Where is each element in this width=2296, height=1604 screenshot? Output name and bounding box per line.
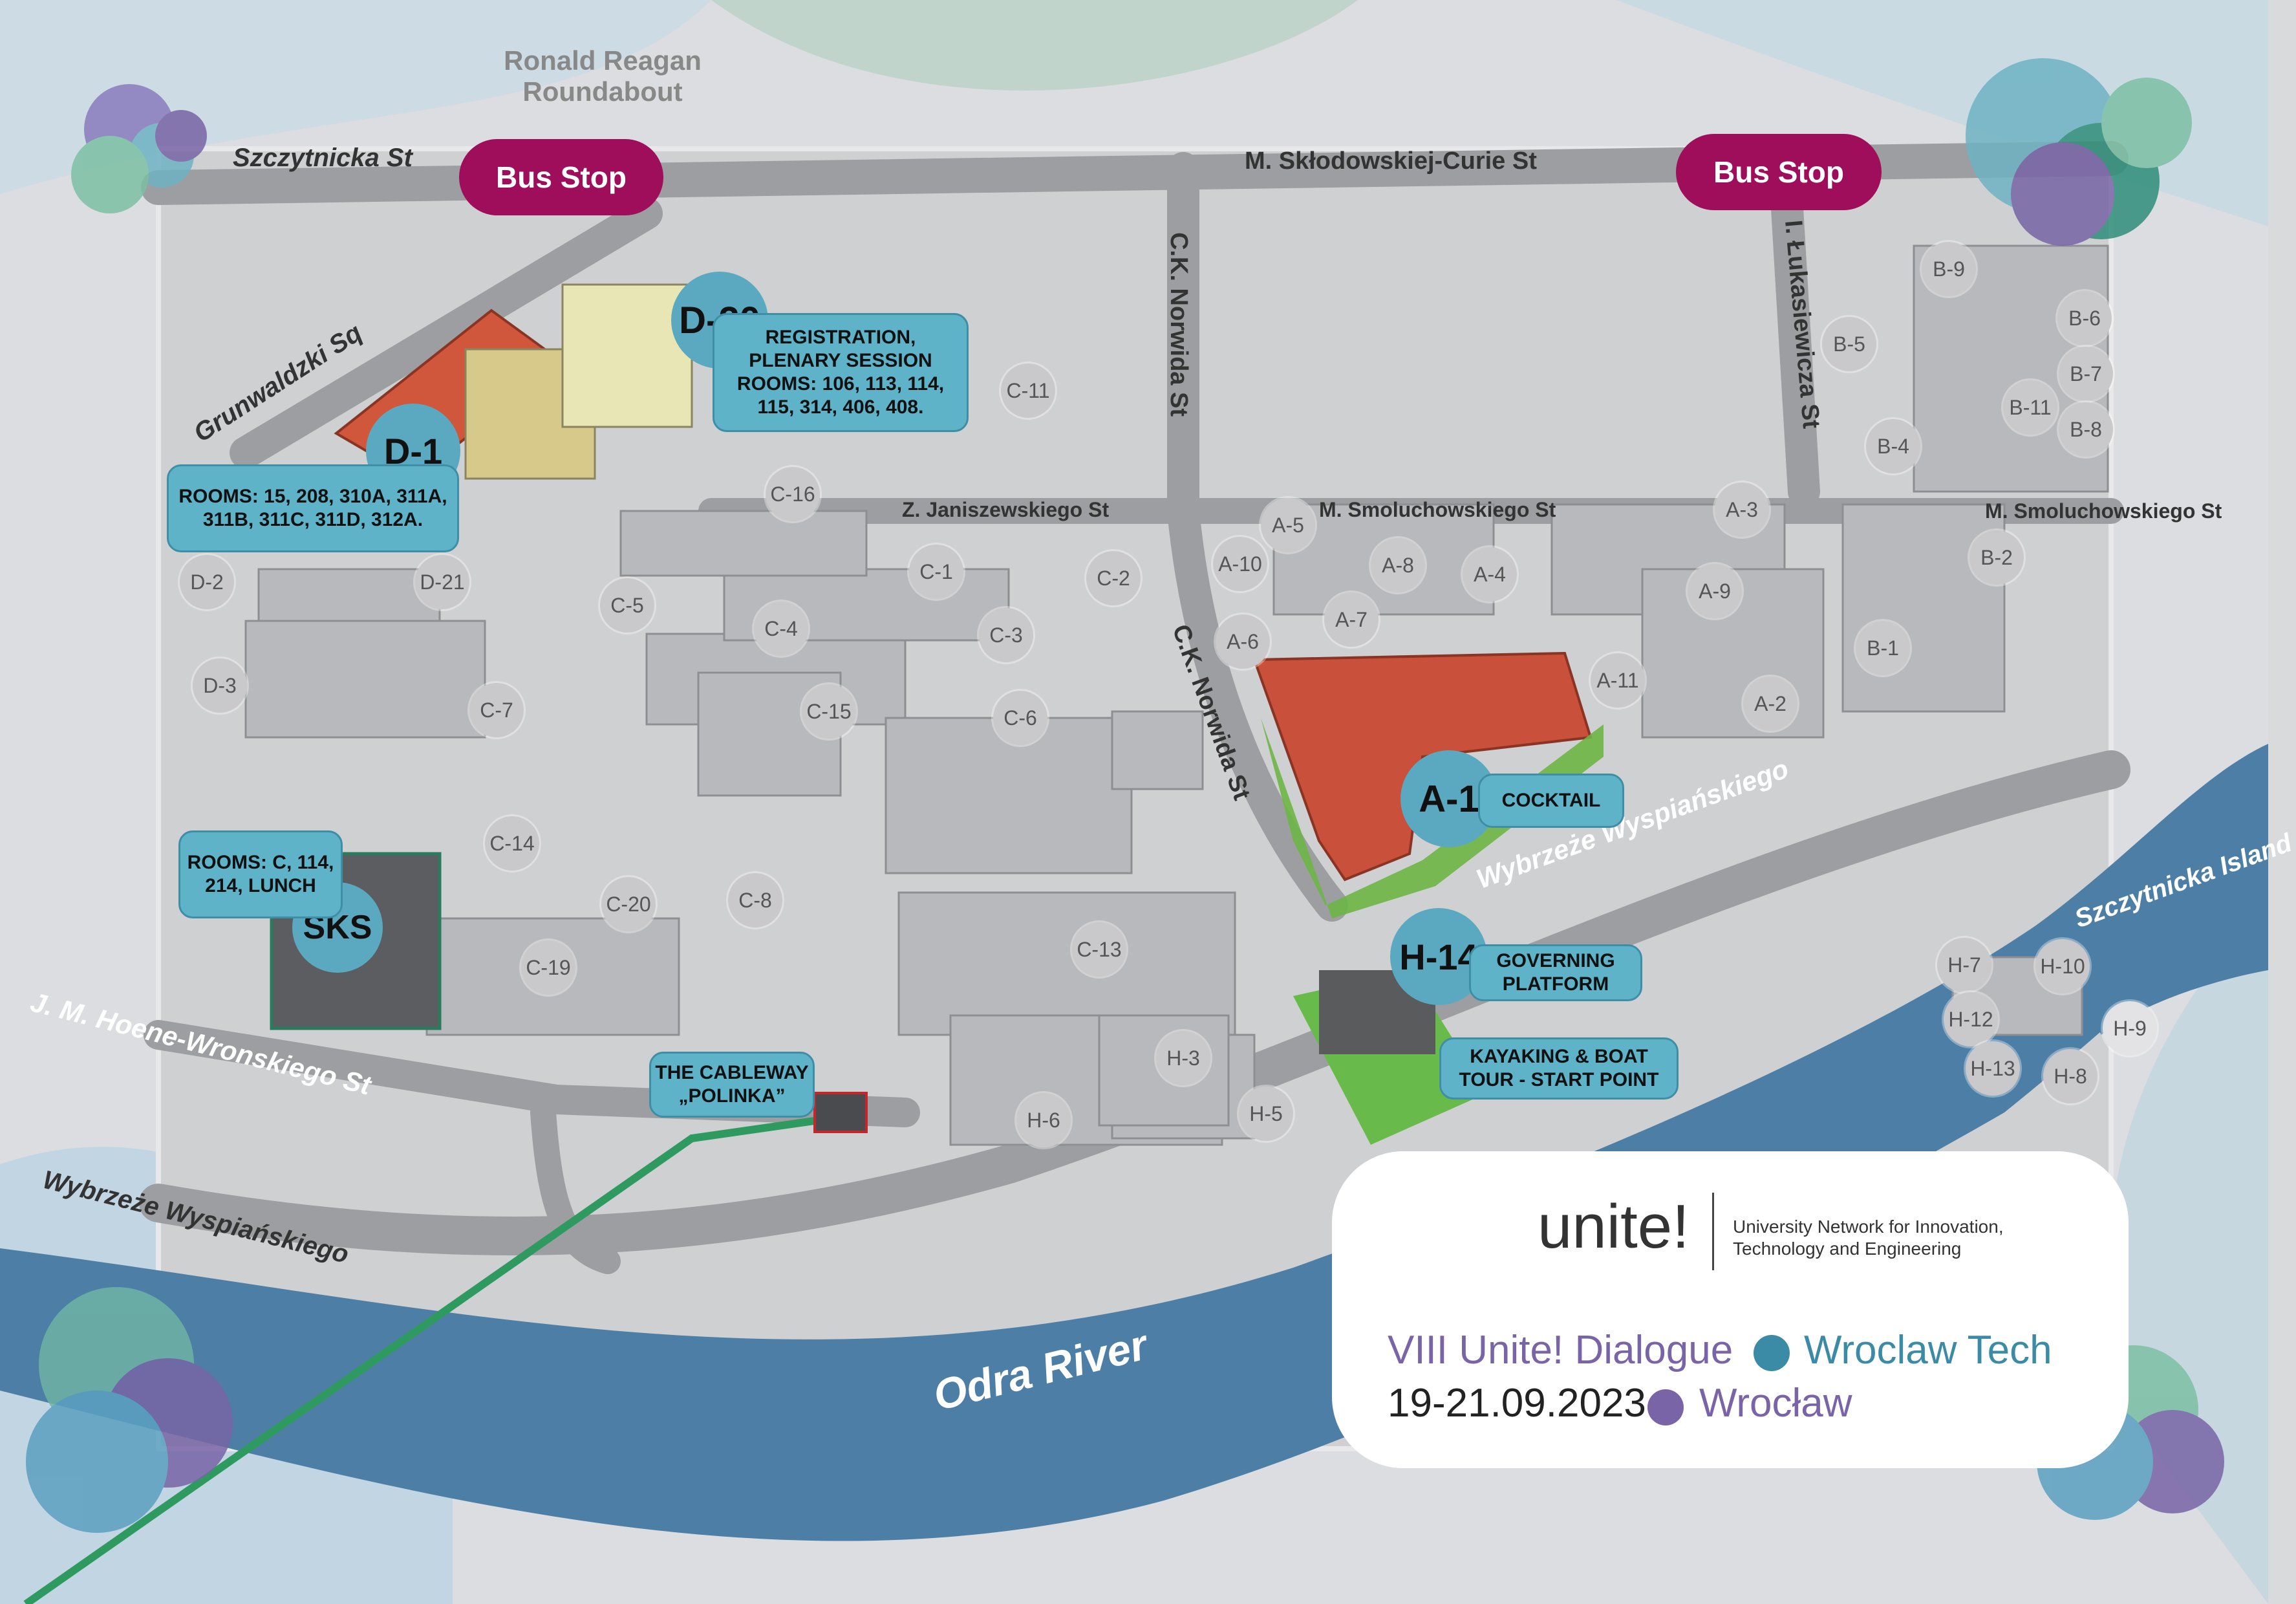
info-D-1: ROOMS: 15, 208, 310A, 311A, 311B, 311C, …: [167, 464, 459, 552]
info-A-1: COCKTAIL: [1478, 774, 1624, 828]
unite-desc-line2: Technology and Engineering: [1733, 1239, 1962, 1259]
street-norwida-top: C.K. Norwida St: [1165, 232, 1193, 417]
info-D-20: REGISTRATION, PLENARY SESSION ROOMS: 106…: [713, 313, 969, 432]
building-B-2[interactable]: B-2: [1969, 530, 2024, 585]
building-C-14[interactable]: C-14: [485, 816, 539, 871]
brand-divider: [1712, 1193, 1714, 1270]
building-D-3[interactable]: D-3: [193, 658, 247, 713]
building-A-4[interactable]: A-4: [1463, 547, 1517, 602]
building-B-4[interactable]: B-4: [1866, 419, 1920, 473]
building-B-1[interactable]: B-1: [1856, 621, 1910, 675]
building-C-20[interactable]: C-20: [601, 877, 656, 931]
building-A-2[interactable]: A-2: [1743, 677, 1797, 731]
info-SKS: ROOMS: C, 114, 214, LUNCH: [178, 830, 343, 918]
purple-dot-icon: [1647, 1389, 1684, 1425]
street-janiszewskiego: Z. Janiszewskiego St: [902, 498, 1110, 521]
ronald-reagan-label: Ronald Reagan Roundabout: [493, 45, 713, 107]
ronald-line1: Ronald Reagan: [504, 45, 702, 76]
street-smoluchowskiego-1: M. Smoluchowskiego St: [1319, 498, 1556, 521]
building-A-11[interactable]: A-11: [1591, 653, 1645, 708]
building-B-9[interactable]: B-9: [1922, 242, 1976, 296]
building-H-9[interactable]: H-9: [2103, 1001, 2157, 1056]
building-C-8[interactable]: C-8: [728, 873, 782, 927]
building-B-8[interactable]: B-8: [2059, 402, 2113, 457]
event-city: Wrocław: [1699, 1381, 1852, 1425]
building-D-21[interactable]: D-21: [415, 555, 469, 609]
event-dates: 19-21.09.2023: [1388, 1381, 1646, 1425]
event-card: [1332, 1151, 2129, 1468]
building-A-6[interactable]: A-6: [1216, 614, 1270, 669]
building-A-7[interactable]: A-7: [1324, 592, 1379, 647]
unite-desc-line1: University Network for Innovation,: [1733, 1217, 2004, 1237]
building-A-8[interactable]: A-8: [1371, 538, 1425, 592]
ronald-line2: Roundabout: [522, 76, 683, 107]
bus-stop-left[interactable]: Bus Stop: [459, 139, 663, 215]
building-H-7[interactable]: H-7: [1937, 938, 1991, 992]
building-H-8[interactable]: H-8: [2043, 1049, 2098, 1103]
building-D-2[interactable]: D-2: [180, 555, 234, 609]
building-H-3[interactable]: H-3: [1156, 1031, 1210, 1085]
building-C-3[interactable]: C-3: [979, 608, 1033, 662]
building-C-11[interactable]: C-11: [1001, 363, 1055, 418]
info-kayak: KAYAKING & BOAT TOUR - START POINT: [1439, 1037, 1679, 1100]
building-C-7[interactable]: C-7: [469, 683, 524, 737]
building-C-1[interactable]: C-1: [909, 545, 963, 599]
building-C-5[interactable]: C-5: [600, 578, 654, 633]
building-C-15[interactable]: C-15: [802, 684, 856, 739]
building-C-6[interactable]: C-6: [993, 691, 1047, 745]
building-B-11[interactable]: B-11: [2003, 380, 2057, 435]
event-host: Wroclaw Tech: [1804, 1328, 2052, 1372]
building-H-6[interactable]: H-6: [1016, 1093, 1071, 1147]
building-A-3[interactable]: A-3: [1715, 482, 1769, 537]
teal-dot-icon: [1754, 1335, 1790, 1371]
building-A-10[interactable]: A-10: [1213, 537, 1267, 591]
building-C-19[interactable]: C-19: [521, 940, 575, 995]
building-H-13[interactable]: H-13: [1966, 1041, 2020, 1096]
building-A-5[interactable]: A-5: [1261, 498, 1315, 552]
unite-description: University Network for Innovation, Techn…: [1733, 1216, 2004, 1260]
building-B-7[interactable]: B-7: [2059, 347, 2113, 401]
info-cableway: THE CABLEWAY „POLINKA”: [649, 1052, 815, 1118]
marker-A-1[interactable]: A-1: [1400, 750, 1497, 847]
street-sklodowskiej: M. Skłodowskiej-Curie St: [1245, 147, 1537, 175]
building-B-5[interactable]: B-5: [1822, 317, 1876, 371]
building-C-16[interactable]: C-16: [766, 467, 820, 521]
info-H-14: GOVERNING PLATFORM: [1469, 944, 1642, 1001]
building-C-4[interactable]: C-4: [754, 602, 808, 656]
building-A-9[interactable]: A-9: [1688, 564, 1742, 618]
building-C-13[interactable]: C-13: [1072, 922, 1126, 977]
street-szczytnicka: Szczytnicka St: [233, 144, 413, 172]
bus-stop-right[interactable]: Bus Stop: [1676, 134, 1882, 210]
building-H-12[interactable]: H-12: [1944, 992, 1998, 1046]
building-C-2[interactable]: C-2: [1086, 551, 1141, 605]
building-B-6[interactable]: B-6: [2057, 291, 2112, 345]
building-H-5[interactable]: H-5: [1239, 1087, 1293, 1141]
unite-brand: unite!: [1538, 1192, 1690, 1261]
building-H-10[interactable]: H-10: [2035, 939, 2090, 993]
street-smoluchowskiego-2: M. Smoluchowskiego St: [1985, 499, 2222, 523]
event-name: VIII Unite! Dialogue: [1388, 1328, 1733, 1372]
